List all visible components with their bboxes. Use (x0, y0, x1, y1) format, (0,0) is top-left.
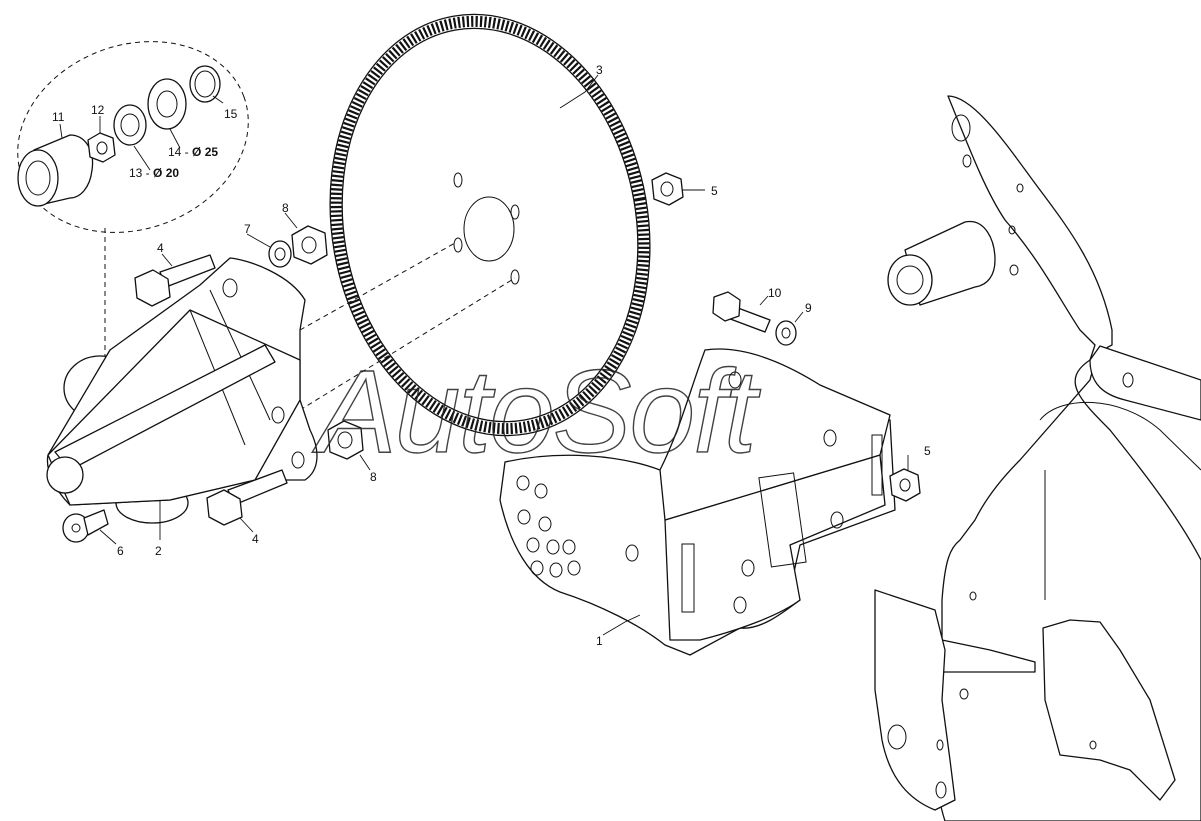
frame-hole (962, 154, 972, 168)
frame-hole (1009, 264, 1019, 276)
part-4-bolt-upper (134, 254, 216, 307)
part-5-nut-upper (651, 172, 684, 206)
callout-7: 7 (244, 222, 251, 236)
callout-13: 13 - Ø 20 (129, 166, 179, 180)
part-1-bracket (499, 348, 896, 656)
callout-14-diameter: Ø 25 (192, 145, 218, 159)
callout-8-upper: 8 (282, 201, 289, 215)
part-2-hub (46, 257, 318, 524)
lower-bracket (874, 589, 1176, 811)
part-9-washer (775, 320, 797, 346)
part-13-bearing (113, 104, 147, 146)
callout-8-lower: 8 (370, 470, 377, 484)
callout-1: 1 (596, 634, 603, 648)
slot (871, 434, 883, 496)
frame-hole (951, 114, 971, 142)
callout-5-lower: 5 (924, 444, 931, 458)
slot (681, 543, 695, 613)
disc-center-hole (463, 196, 515, 262)
callout-14-number: 14 - (168, 145, 189, 159)
part-3-serrated-disc (329, 13, 651, 437)
callout-6: 6 (117, 544, 124, 558)
part-11-roller (17, 134, 94, 207)
leader-lines (59, 74, 909, 636)
callout-3: 3 (596, 63, 603, 77)
part-15-ring (189, 65, 221, 103)
callout-4-lower: 4 (252, 532, 259, 546)
part-8-nut-lower (327, 420, 364, 460)
callout-13-number: 13 - (129, 166, 150, 180)
callout-2: 2 (155, 544, 162, 558)
callout-13-diameter: Ø 20 (153, 166, 179, 180)
callout-10: 10 (768, 286, 782, 300)
callout-12: 12 (91, 103, 105, 117)
frame-hole (969, 591, 977, 601)
part-10-bolt (712, 291, 771, 333)
frame-hole (1016, 183, 1024, 193)
callout-9: 9 (805, 301, 812, 315)
callout-4-upper: 4 (157, 241, 164, 255)
part-4-bolt-lower (206, 469, 288, 526)
callout-5-upper: 5 (711, 184, 718, 198)
frame-roller (887, 220, 996, 306)
part-7-washer (268, 240, 292, 268)
frame-hole (959, 688, 969, 700)
callout-11: 11 (52, 110, 65, 124)
frame-hole (1008, 225, 1016, 235)
part-5-nut-lower (889, 468, 921, 502)
part-14-bearing (147, 78, 187, 130)
part-8-nut-upper (291, 225, 328, 265)
assembly-line (299, 242, 456, 331)
side-arm (1039, 345, 1201, 600)
watermark: AutoSoft (312, 346, 761, 478)
part-6-screw (62, 509, 109, 543)
callout-15: 15 (224, 107, 238, 121)
slot (758, 472, 807, 568)
part-12-nut (87, 132, 116, 163)
detail-view-outline (17, 41, 249, 233)
callout-14: 14 - Ø 25 (168, 145, 218, 159)
assembly-line (299, 277, 516, 411)
